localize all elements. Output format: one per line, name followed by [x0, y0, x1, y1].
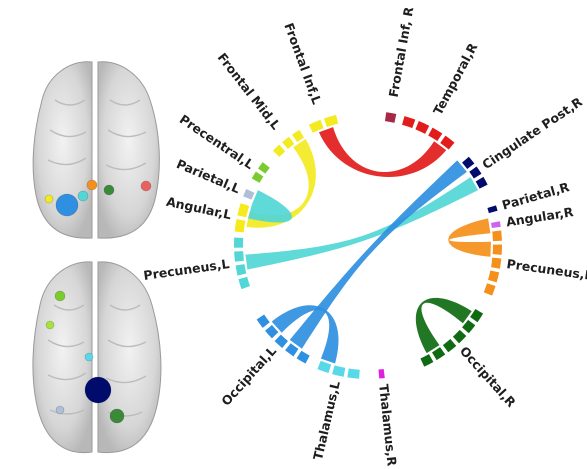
label-temporal-r: Temporal,R	[430, 40, 481, 117]
segment-frontal-inf-r	[384, 112, 397, 123]
node-angular-l	[44, 194, 54, 204]
segment-parietal-r	[487, 205, 498, 214]
label-precuneus-r: Precuneus,R	[506, 256, 587, 283]
label-frontal-mid-l: Frontal Mid,L	[215, 50, 284, 132]
segment-precuneus-l	[234, 251, 244, 262]
label-occipital-l: Occipital,L	[218, 343, 279, 408]
ribbon-angular-r-to-precuneus-r	[448, 218, 491, 257]
segment-precuneus-r	[492, 230, 502, 242]
brain-left-hemisphere	[32, 61, 93, 239]
segment-thalamus-r	[378, 369, 385, 379]
brain-view-top	[32, 61, 160, 239]
segment-occipital-r	[432, 347, 446, 361]
segment-precuneus-l	[235, 264, 247, 276]
label-occipital-r: Occipital,R	[457, 343, 519, 410]
segment-frontal-inf-l	[308, 119, 324, 133]
segment-frontal-mid-l	[292, 129, 304, 143]
segment-thalamus-l	[317, 360, 332, 374]
label-angular-l: Angular,L	[165, 194, 233, 222]
ribbon-occipital-r-to-occipital-r	[415, 297, 472, 354]
segment-occipital-r	[470, 309, 484, 323]
ribbon-precuneus-l-to-cingulate-post-r	[245, 177, 479, 270]
segment-occipital-r	[442, 339, 457, 353]
segment-cingulate-post-r	[475, 176, 488, 189]
node-parietal-l	[55, 405, 65, 415]
brain-left-hemisphere	[32, 261, 93, 454]
brain-nodes-top	[44, 179, 152, 217]
label-frontal-inf-r: Frontal Inf, R	[386, 5, 417, 98]
ribbon-parietal-l-to-angular-l	[247, 190, 292, 223]
node-occipital-r	[109, 408, 125, 424]
brain-view-bottom	[32, 261, 162, 454]
brain-nodes-bottom	[45, 290, 125, 424]
ribbon-occipital-l-to-cingulate-post-r	[289, 160, 467, 349]
segment-angular-r	[491, 221, 501, 229]
segment-thalamus-l	[347, 368, 360, 379]
brain-sulci	[47, 304, 147, 417]
node-precuneus-r	[86, 179, 98, 191]
label-frontal-inf-l: Frontal Inf,L	[281, 21, 324, 106]
segment-thalamus-l	[332, 365, 346, 377]
segment-occipital-r	[452, 329, 467, 344]
segment-occipital-l	[296, 350, 310, 364]
segment-frontal-mid-l	[272, 144, 286, 157]
node-occipital-r	[103, 184, 115, 196]
segment-cingulate-post-r	[469, 166, 482, 179]
node-cingulate-post-r	[84, 376, 112, 404]
segment-frontal-inf-l	[323, 114, 339, 127]
segment-precuneus-l	[234, 237, 244, 248]
node-occipital-l	[55, 193, 79, 217]
segment-occipital-l	[256, 314, 270, 328]
label-parietal-l: Parietal,L	[174, 156, 242, 196]
node-temporal-r	[140, 180, 152, 192]
segment-frontal-mid-l	[282, 136, 295, 150]
segment-precentral-l	[257, 162, 270, 174]
ribbon-frontal-inf-l-to-temporal-r	[318, 127, 447, 177]
segment-temporal-r	[428, 127, 443, 142]
node-thalamus-l	[84, 352, 94, 362]
brain-right-hemisphere	[97, 61, 160, 239]
region-segments	[234, 112, 502, 379]
segment-occipital-l	[274, 334, 288, 348]
segment-temporal-r	[402, 116, 416, 129]
node-precuneus-l	[77, 190, 89, 202]
node-frontal-mid-l	[45, 320, 55, 330]
brain-sulci	[47, 99, 147, 171]
connection-ribbons	[245, 127, 491, 364]
segment-occipital-r	[462, 319, 476, 334]
label-precuneus-l: Precuneus,L	[142, 256, 230, 283]
segment-parietal-l	[243, 189, 255, 200]
ribbon-occipital-l-to-thalamus-l	[271, 305, 339, 364]
node-precentral-l	[54, 290, 66, 302]
segment-occipital-l	[285, 343, 299, 357]
segment-occipital-l	[265, 325, 279, 339]
label-thalamus-r: Thalamus,R	[376, 383, 400, 467]
segment-angular-l	[234, 218, 246, 233]
segment-temporal-r	[415, 121, 430, 134]
segment-occipital-r	[420, 354, 434, 367]
segment-temporal-r	[440, 135, 455, 150]
segment-precuneus-l	[238, 276, 250, 290]
segment-precuneus-r	[488, 270, 500, 283]
brain-right-hemisphere	[97, 261, 162, 454]
label-cingulate-post-r: Cingulate Post,R	[479, 94, 585, 172]
segment-precuneus-r	[483, 283, 496, 296]
segment-precuneus-r	[492, 244, 502, 255]
segment-angular-l	[237, 203, 250, 218]
label-thalamus-l: Thalamus,L	[310, 379, 343, 461]
segment-precentral-l	[251, 171, 264, 183]
segment-cingulate-post-r	[462, 156, 475, 169]
segment-precuneus-r	[491, 257, 502, 269]
